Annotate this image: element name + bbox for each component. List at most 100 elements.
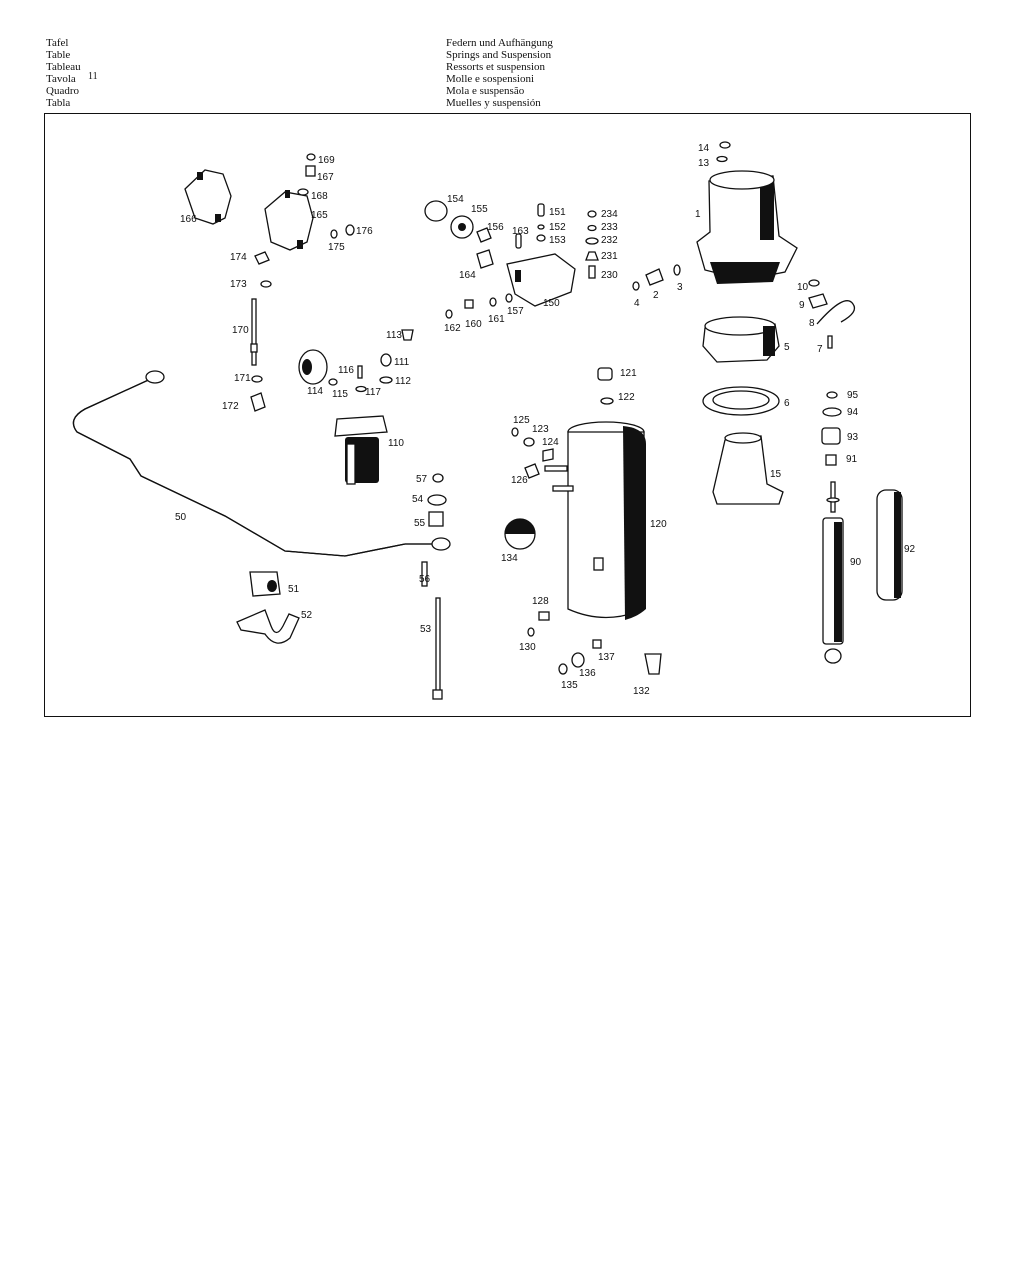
part-label-128: 128 [532, 596, 549, 607]
part-label-9: 9 [799, 300, 805, 311]
part-label-115: 115 [332, 389, 348, 400]
part-label-230: 230 [601, 270, 618, 281]
part-label-176: 176 [356, 226, 373, 237]
part-label-170: 170 [232, 325, 249, 336]
part-label-231: 231 [601, 251, 618, 262]
part-label-57: 57 [416, 474, 428, 485]
part-label-152: 152 [549, 222, 566, 233]
part-label-53: 53 [420, 624, 432, 635]
washer-135-drawing [558, 663, 568, 675]
stabilizer-bar-eye-right [431, 537, 451, 551]
part-label-162: 162 [444, 323, 461, 334]
spacer-drawing [421, 561, 428, 587]
level-controller-165-drawing [264, 191, 314, 251]
screw-7-drawing [827, 335, 833, 349]
part-label-56: 56 [419, 574, 431, 585]
nut-95-drawing [826, 391, 838, 399]
nut-57-drawing [432, 473, 444, 483]
screw-113-drawing [401, 329, 414, 341]
part-label-135: 135 [561, 680, 578, 691]
part-label-55: 55 [414, 518, 426, 529]
nut-136-drawing [571, 652, 585, 668]
header-tableau: Tableau [46, 61, 81, 73]
part-label-113: 113 [386, 330, 402, 341]
nut-14-drawing [719, 141, 731, 149]
part-label-111: 111 [394, 357, 410, 368]
part-label-156: 156 [487, 222, 504, 233]
rubber-93-drawing [821, 427, 841, 445]
part-label-95: 95 [847, 390, 859, 401]
title-italian: Molle e sospensioni [446, 73, 534, 85]
part-label-8: 8 [809, 318, 815, 329]
washer-13-drawing [716, 155, 728, 163]
part-label-13: 13 [698, 158, 710, 169]
part-label-50: 50 [175, 512, 187, 523]
part-label-93: 93 [847, 432, 859, 443]
part-label-126: 126 [511, 475, 528, 486]
part-label-51: 51 [288, 584, 300, 595]
part-label-6: 6 [784, 398, 790, 409]
part-230-drawing [588, 265, 596, 279]
parts-drawings [72, 141, 903, 700]
connector-156-drawing [476, 227, 492, 243]
part-label-132: 132 [633, 686, 650, 697]
part-label-91: 91 [846, 454, 858, 465]
part-label-120: 120 [650, 519, 667, 530]
part-label-151: 151 [549, 207, 566, 218]
seal-157-drawing [505, 293, 513, 303]
ring-161-drawing [489, 297, 497, 307]
pump-housing-drawing [506, 253, 576, 307]
part-233-drawing [587, 224, 597, 232]
part-label-150: 150 [543, 298, 560, 309]
header-right-column: Federn und Aufhängung Springs and Suspen… [446, 37, 553, 109]
header-tafel: Tafel [46, 37, 69, 49]
valve-151-drawing [537, 203, 545, 217]
washer-117-drawing [355, 385, 367, 393]
fitting-167-drawing [305, 165, 316, 177]
header-tavola: Tavola [46, 73, 76, 85]
part-label-233: 233 [601, 222, 618, 233]
part-label-166: 166 [180, 214, 197, 225]
washer-drawing [427, 494, 447, 506]
part-label-114: 114 [307, 386, 323, 397]
part-label-161: 161 [488, 314, 505, 325]
part-label-157: 157 [507, 306, 524, 317]
nut-111-drawing [380, 353, 392, 367]
part-label-2: 2 [653, 290, 659, 301]
title-english: Springs and Suspension [446, 49, 552, 61]
valve-124-drawing [542, 448, 554, 462]
nut-171-drawing [251, 375, 263, 383]
oil-reservoir-drawing [334, 415, 388, 437]
elbow-174-drawing [254, 251, 270, 265]
title-french: Ressorts et suspension [446, 61, 545, 73]
part-label-130: 130 [519, 642, 536, 653]
part-232-drawing [585, 237, 599, 245]
filter-cartridge-drawing [298, 349, 328, 385]
part-label-5: 5 [784, 342, 790, 353]
washer-175-drawing [330, 229, 338, 239]
part-label-232: 232 [601, 235, 618, 246]
part-label-169: 169 [318, 155, 335, 166]
rubber-bush-drawing [428, 511, 444, 527]
plate-number: 11 [88, 71, 98, 82]
part-label-112: 112 [395, 376, 411, 387]
part-label-1: 1 [695, 209, 701, 220]
fitting-126-drawing [524, 463, 540, 479]
part-label-94: 94 [847, 407, 859, 418]
seal-115-drawing [328, 378, 338, 386]
part-label-122: 122 [618, 392, 635, 403]
title-portuguese: Mola e suspensão [446, 85, 525, 97]
part-label-167: 167 [317, 172, 334, 183]
washer-168-drawing [297, 188, 309, 196]
part-label-164: 164 [459, 270, 476, 281]
nut-173-drawing [260, 280, 272, 288]
washer-94-drawing [822, 407, 842, 417]
part-label-92: 92 [904, 544, 916, 555]
part-label-155: 155 [471, 204, 488, 215]
part-label-136: 136 [579, 668, 596, 679]
seal-3-drawing [673, 264, 681, 276]
part-label-153: 153 [549, 235, 566, 246]
part-label-125: 125 [513, 415, 530, 426]
seal-ring-154-drawing [424, 200, 448, 222]
level-controller-166-drawing [184, 169, 232, 225]
